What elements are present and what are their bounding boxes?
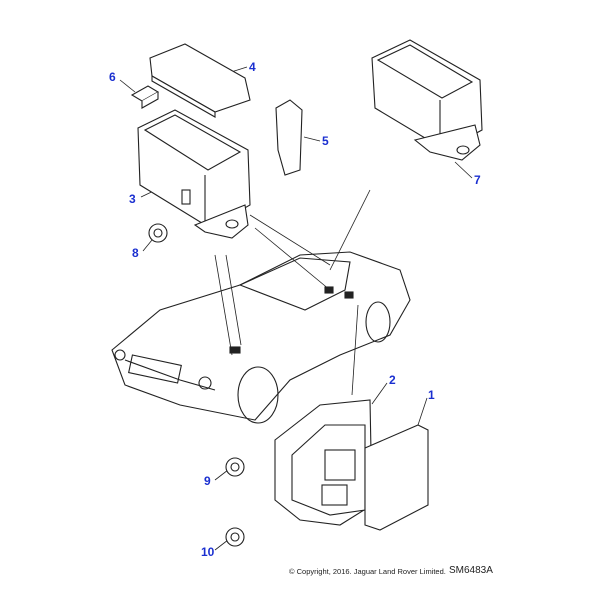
callout-6[interactable]: 6 — [109, 70, 116, 84]
callout-1[interactable]: 1 — [428, 388, 435, 402]
relay-clip — [275, 99, 303, 176]
connector-bracket — [274, 399, 429, 531]
callout-7[interactable]: 7 — [474, 173, 481, 187]
callout-2[interactable]: 2 — [389, 373, 396, 387]
fuse — [130, 85, 160, 109]
fuse-box-right — [371, 39, 483, 161]
callout-5[interactable]: 5 — [322, 134, 329, 148]
callout-10[interactable]: 10 — [201, 545, 215, 559]
nuts — [148, 223, 245, 547]
callout-4[interactable]: 4 — [249, 60, 256, 74]
copyright-text: © Copyright, 2016. Jaguar Land Rover Lim… — [289, 567, 446, 576]
callout-3[interactable]: 3 — [129, 192, 136, 206]
car — [111, 251, 411, 424]
diagram-code: SM6483A — [449, 565, 493, 576]
callout-9[interactable]: 9 — [204, 474, 211, 488]
fuse-box-cover — [149, 43, 251, 118]
callout-8[interactable]: 8 — [132, 246, 139, 260]
fuse-box-left — [137, 109, 251, 239]
